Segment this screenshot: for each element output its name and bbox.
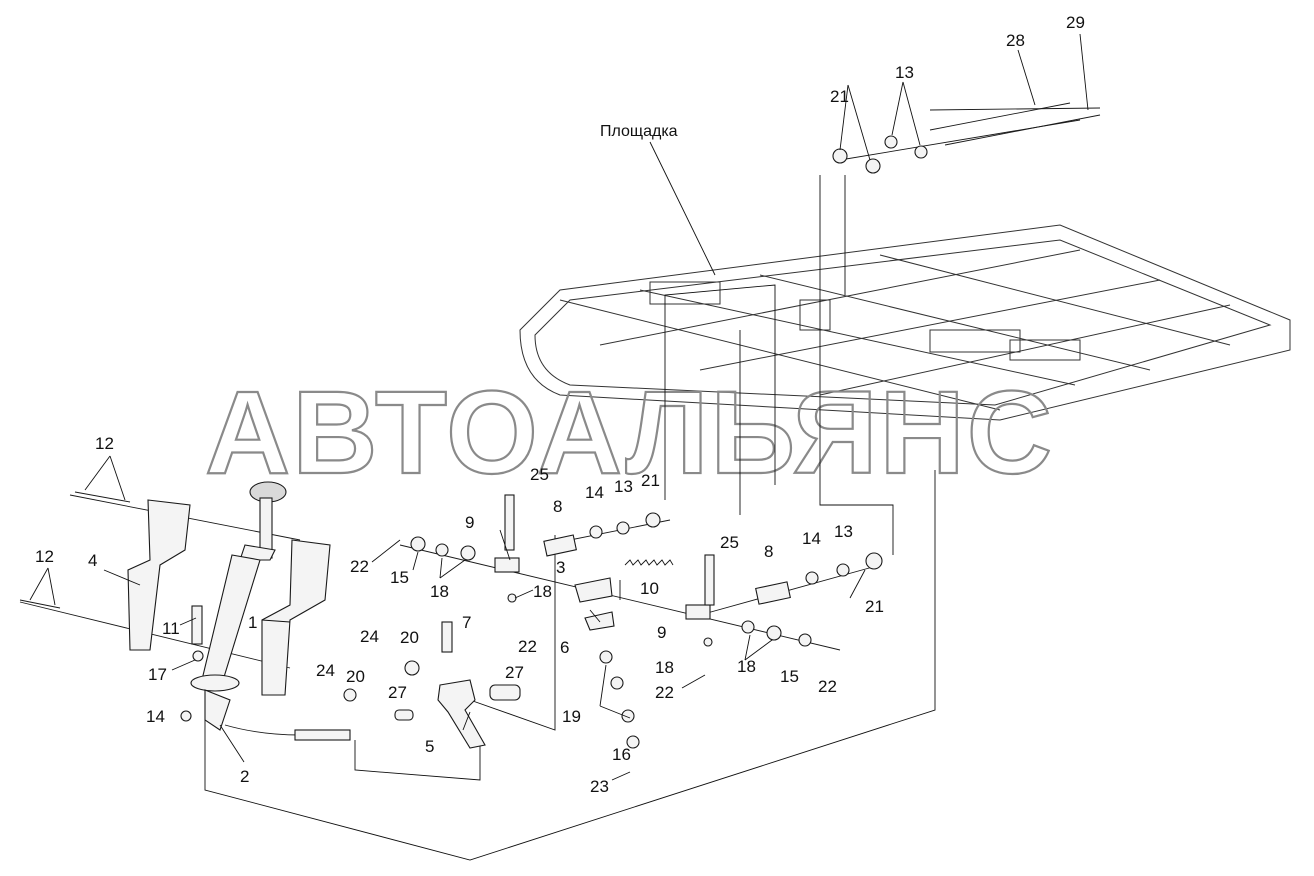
callout-11: 11	[162, 619, 180, 638]
callout-18d: 18	[737, 657, 756, 676]
callout-2: 2	[240, 767, 249, 786]
callout-20a: 20	[400, 628, 419, 647]
part-9-clevis-a	[494, 557, 520, 573]
callout-25a: 25	[530, 465, 549, 484]
callout-28: 28	[1006, 31, 1025, 50]
part-25-pin-b	[704, 554, 715, 606]
hand-lever	[190, 481, 287, 731]
callout-7: 7	[462, 613, 471, 632]
part-7-bolt	[441, 621, 453, 653]
callout-27b: 27	[388, 683, 407, 702]
callout-25b: 25	[720, 533, 739, 552]
part-27-pin-b	[394, 709, 414, 721]
part-12-bolt-lower	[19, 599, 61, 609]
part-4-bracket	[127, 499, 191, 651]
callout-12a: 12	[95, 434, 114, 453]
part-29-rod	[944, 114, 1101, 146]
callout-12b: 12	[35, 547, 54, 566]
part-12-bolt-upper	[74, 491, 131, 503]
callout-9a: 9	[465, 513, 474, 532]
callout-20b: 20	[346, 667, 365, 686]
platform-frame	[519, 224, 1291, 421]
callout-21a: 21	[830, 87, 849, 106]
washers-and-nuts	[180, 135, 928, 749]
callout-22d: 22	[818, 677, 837, 696]
callout-16: 16	[612, 745, 631, 764]
callout-13c: 13	[834, 522, 853, 541]
callout-14a: 14	[585, 483, 604, 502]
callout-22a: 22	[350, 557, 369, 576]
callout-8b: 8	[764, 542, 773, 561]
callout-10: 10	[640, 579, 659, 598]
part-25-pin-a	[504, 494, 515, 551]
callout-15a: 15	[390, 568, 409, 587]
callout-1: 1	[248, 613, 257, 632]
callout-15b: 15	[780, 667, 799, 686]
watermark-text: АВТОАЛЬЯНС	[205, 367, 1054, 499]
callout-9b: 9	[657, 623, 666, 642]
callout-18b: 18	[533, 582, 552, 601]
callout-23: 23	[590, 777, 609, 796]
callout-24a: 24	[360, 627, 379, 646]
callout-14c: 14	[146, 707, 165, 726]
callout-29: 29	[1066, 13, 1085, 32]
callout-6: 6	[560, 638, 569, 657]
callout-13b: 13	[614, 477, 633, 496]
part-1-housing	[261, 539, 331, 696]
callout-8a: 8	[553, 497, 562, 516]
callout-13a: 13	[895, 63, 914, 82]
callout-3: 3	[556, 558, 565, 577]
callout-19: 19	[562, 707, 581, 726]
callout-22c: 22	[655, 683, 674, 702]
callout-numbers: 1 2 3 4 5 6 7 8 8 9 9 10 11 12 12 13 13 …	[35, 13, 1085, 796]
part-9-clevis-b	[685, 604, 711, 620]
callout-22b: 22	[518, 637, 537, 656]
callout-4: 4	[88, 551, 97, 570]
callout-17: 17	[148, 665, 167, 684]
callout-14b: 14	[802, 529, 821, 548]
part-5-lever	[437, 679, 486, 749]
callout-27a: 27	[505, 663, 524, 682]
platform-label: Площадка	[600, 123, 678, 140]
part-10-spring	[624, 559, 674, 566]
callout-18a: 18	[430, 582, 449, 601]
part-27-pin-a	[489, 684, 521, 701]
callout-21b: 21	[641, 471, 660, 490]
callout-18c: 18	[655, 658, 674, 677]
part-3-plate	[574, 577, 613, 603]
callout-21c: 21	[865, 597, 884, 616]
callout-5: 5	[425, 737, 434, 756]
callout-leaders	[29, 33, 1089, 781]
part-8-block-a	[543, 534, 577, 557]
cable-end	[294, 729, 351, 741]
part-8-block-b	[755, 581, 791, 605]
part-11-bolt	[191, 605, 203, 645]
part-28-rod	[929, 102, 1071, 131]
callout-24b: 24	[316, 661, 335, 680]
